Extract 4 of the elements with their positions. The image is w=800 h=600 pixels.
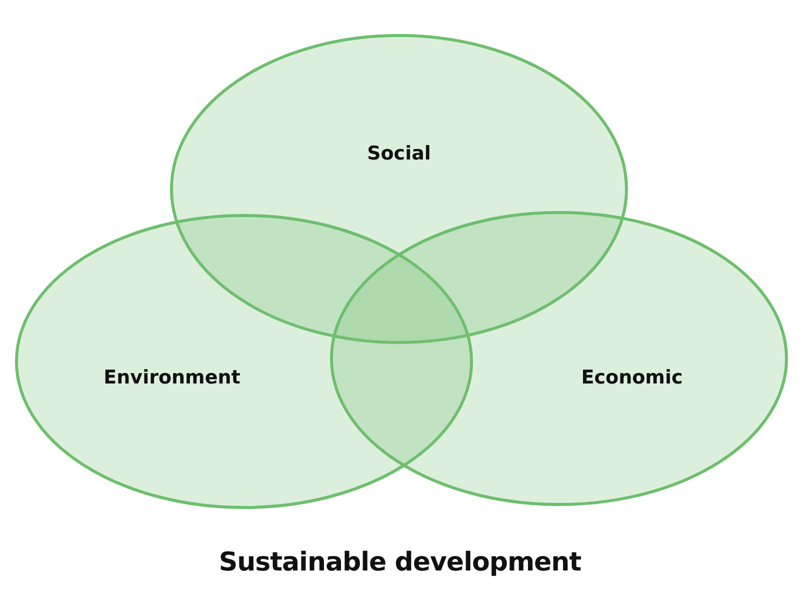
caption: Sustainable development (218, 548, 582, 578)
set-label: Social (367, 144, 431, 164)
set-label: Environment (104, 368, 240, 388)
set-label: Economic (581, 368, 683, 388)
